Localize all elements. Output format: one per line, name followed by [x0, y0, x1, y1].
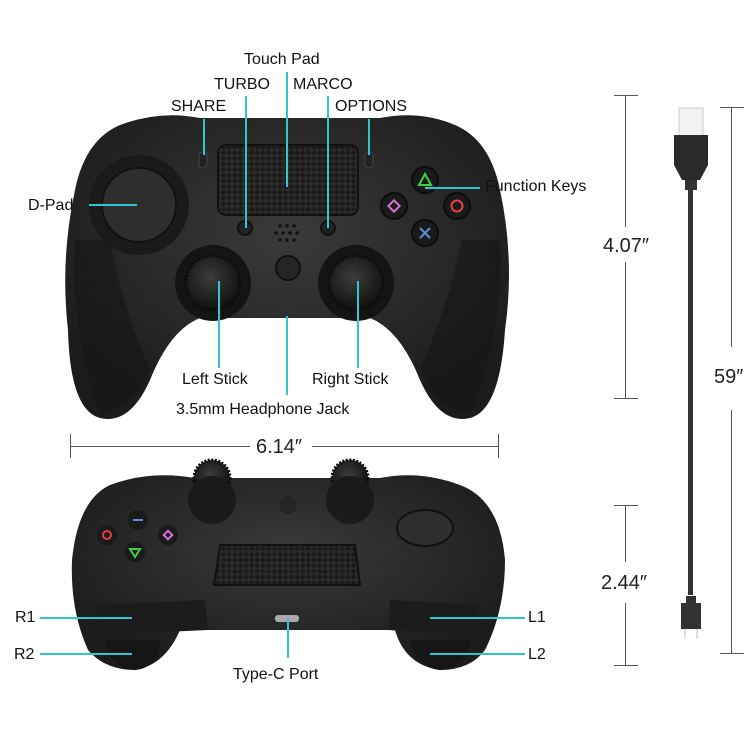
width-tick-left — [70, 434, 71, 458]
leader-function-keys — [425, 187, 480, 189]
depth-dimension: 2.44″ — [601, 572, 648, 594]
cable-tick-top — [720, 107, 744, 108]
leader-turbo — [245, 96, 247, 228]
label-function-keys: Function Keys — [485, 178, 587, 195]
leader-type-c — [287, 618, 289, 658]
label-turbo: TURBO — [214, 76, 270, 93]
width-dimension-line-right — [312, 446, 498, 447]
label-r1: R1 — [15, 609, 36, 626]
cable-line-bottom — [731, 410, 732, 653]
leader-l2 — [430, 653, 525, 655]
label-d-pad: D-Pad — [28, 197, 74, 214]
label-r2: R2 — [14, 646, 35, 663]
label-l2: L2 — [528, 646, 546, 663]
cable-tick-bottom — [720, 653, 744, 654]
leader-r2 — [40, 653, 132, 655]
leader-touch-pad — [286, 72, 288, 187]
label-touch-pad: Touch Pad — [244, 51, 320, 68]
label-l1: L1 — [528, 609, 546, 626]
depth-line-bottom — [625, 603, 626, 665]
depth-line-top — [625, 505, 626, 562]
height-tick-top — [614, 95, 638, 96]
depth-tick-bottom — [614, 665, 638, 666]
label-marco: MARCO — [293, 76, 353, 93]
label-options: OPTIONS — [335, 98, 408, 115]
depth-tick-top — [614, 505, 638, 506]
leader-right-stick — [357, 281, 359, 368]
leader-r1 — [40, 617, 132, 619]
width-tick-right — [498, 434, 499, 458]
height-line-bottom — [625, 262, 626, 398]
leader-share — [203, 119, 205, 155]
label-headphone-jack: 3.5mm Headphone Jack — [176, 401, 350, 418]
leader-headphone-jack — [286, 316, 288, 395]
height-line-top — [625, 95, 626, 227]
label-type-c-port: Type-C Port — [233, 666, 319, 683]
width-dimension-line-left — [70, 446, 250, 447]
leader-marco — [327, 96, 329, 228]
cable-line-top — [731, 107, 732, 347]
leader-left-stick — [218, 281, 220, 368]
leader-d-pad — [89, 204, 137, 206]
label-right-stick: Right Stick — [312, 371, 389, 388]
height-dimension: 4.07″ — [603, 235, 650, 257]
height-tick-bottom — [614, 398, 638, 399]
leader-options — [368, 119, 370, 155]
label-left-stick: Left Stick — [182, 371, 248, 388]
leader-l1 — [430, 617, 525, 619]
cable-length-dimension: 59″ — [714, 366, 744, 388]
label-share: SHARE — [171, 98, 227, 115]
width-dimension: 6.14″ — [256, 436, 303, 458]
